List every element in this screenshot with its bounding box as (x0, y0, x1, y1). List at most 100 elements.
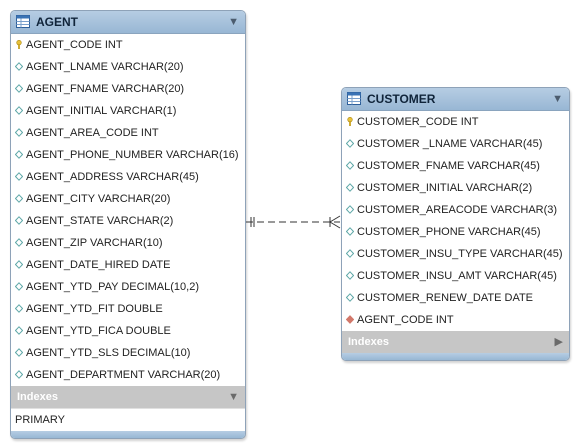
agent-table[interactable]: AGENT ▼ AGENT_CODE INT AGENT_LNAME VARCHA… (10, 10, 246, 439)
customer-indexes-header[interactable]: Indexes ▶ (342, 331, 569, 353)
column-row[interactable]: CUSTOMER_INSU_AMT VARCHAR(45) (342, 265, 569, 287)
column-row[interactable]: AGENT_LNAME VARCHAR(20) (11, 56, 245, 78)
column-row[interactable]: AGENT_PHONE_NUMBER VARCHAR(16) (11, 144, 245, 166)
column-row[interactable]: AGENT_YTD_FICA DOUBLE (11, 320, 245, 342)
column-label: CUSTOMER_RENEW_DATE DATE (357, 292, 534, 304)
indexes-label: Indexes (17, 391, 58, 403)
agent-column-list: AGENT_CODE INT AGENT_LNAME VARCHAR(20) AGE… (11, 34, 245, 386)
column-icon (15, 348, 23, 357)
collapse-icon[interactable]: ▼ (228, 391, 239, 403)
column-icon (346, 227, 354, 236)
column-icon (346, 183, 354, 192)
column-label: CUSTOMER_AREACODE VARCHAR(3) (357, 204, 558, 216)
column-row[interactable]: AGENT_YTD_PAY DECIMAL(10,2) (11, 276, 245, 298)
column-row[interactable]: AGENT_CODE INT (11, 34, 245, 56)
column-row[interactable]: CUSTOMER_INITIAL VARCHAR(2) (342, 177, 569, 199)
column-icon (15, 260, 23, 269)
column-row[interactable]: AGENT_YTD_FIT DOUBLE (11, 298, 245, 320)
collapse-icon[interactable]: ▼ (552, 93, 563, 105)
column-label: CUSTOMER _LNAME VARCHAR(45) (357, 138, 543, 150)
column-row[interactable]: CUSTOMER_FNAME VARCHAR(45) (342, 155, 569, 177)
column-label: AGENT_DATE_HIRED DATE (26, 259, 171, 271)
column-icon (15, 326, 23, 335)
column-icon (346, 161, 354, 170)
column-icon (15, 84, 23, 93)
column-row[interactable]: CUSTOMER_AREACODE VARCHAR(3) (342, 199, 569, 221)
customer-table-header[interactable]: CUSTOMER ▼ (342, 88, 569, 111)
column-icon (15, 128, 23, 137)
column-row[interactable]: AGENT_AREA_CODE INT (11, 122, 245, 144)
crow-foot (329, 215, 341, 223)
column-icon (15, 216, 23, 225)
column-row[interactable]: AGENT_DATE_HIRED DATE (11, 254, 245, 276)
customer-table[interactable]: CUSTOMER ▼ CUSTOMER_CODE INT CUSTOMER _LN… (341, 87, 570, 361)
expand-icon[interactable]: ▶ (554, 336, 563, 348)
column-row[interactable]: CUSTOMER_CODE INT (342, 111, 569, 133)
column-row[interactable]: AGENT_ZIP VARCHAR(10) (11, 232, 245, 254)
column-label: AGENT_INITIAL VARCHAR(1) (26, 105, 177, 117)
column-row[interactable]: AGENT_YTD_SLS DECIMAL(10) (11, 342, 245, 364)
column-row[interactable]: CUSTOMER_INSU_TYPE VARCHAR(45) (342, 243, 569, 265)
column-icon (346, 249, 354, 258)
column-label: CUSTOMER_INITIAL VARCHAR(2) (357, 182, 533, 194)
column-icon (15, 62, 23, 71)
column-label: AGENT_CODE INT (26, 39, 123, 51)
column-label: AGENT_YTD_SLS DECIMAL(10) (26, 347, 191, 359)
primary-key-icon (347, 117, 353, 126)
column-label: CUSTOMER_FNAME VARCHAR(45) (357, 160, 540, 172)
foreign-key-icon (346, 315, 354, 324)
column-label: AGENT_LNAME VARCHAR(20) (26, 61, 184, 73)
column-label: AGENT_STATE VARCHAR(2) (26, 215, 174, 227)
column-row[interactable]: AGENT_DEPARTMENT VARCHAR(20) (11, 364, 245, 386)
column-row[interactable]: CUSTOMER_RENEW_DATE DATE (342, 287, 569, 309)
crow-foot (329, 221, 341, 229)
column-label: CUSTOMER_CODE INT (357, 116, 479, 128)
column-icon (346, 271, 354, 280)
column-icon (15, 150, 23, 159)
table-icon (16, 15, 30, 28)
column-icon (15, 238, 23, 247)
column-label: AGENT_PHONE_NUMBER VARCHAR(16) (26, 149, 239, 161)
column-row[interactable]: AGENT_STATE VARCHAR(2) (11, 210, 245, 232)
customer-table-title: CUSTOMER (367, 92, 436, 106)
column-icon (15, 106, 23, 115)
table-icon (347, 92, 361, 105)
column-row[interactable]: AGENT_FNAME VARCHAR(20) (11, 78, 245, 100)
column-icon (15, 172, 23, 181)
column-icon (346, 139, 354, 148)
customer-column-list: CUSTOMER_CODE INT CUSTOMER _LNAME VARCHAR… (342, 111, 569, 331)
column-row[interactable]: AGENT_ADDRESS VARCHAR(45) (11, 166, 245, 188)
column-label: AGENT_YTD_FICA DOUBLE (26, 325, 171, 337)
column-label: AGENT_CODE INT (357, 314, 454, 326)
column-icon (346, 205, 354, 214)
column-row[interactable]: AGENT_CITY VARCHAR(20) (11, 188, 245, 210)
column-icon (346, 293, 354, 302)
customer-table-footer (342, 353, 569, 360)
column-label: AGENT_DEPARTMENT VARCHAR(20) (26, 369, 221, 381)
column-icon (15, 194, 23, 203)
column-label: AGENT_FNAME VARCHAR(20) (26, 83, 185, 95)
column-label: CUSTOMER_PHONE VARCHAR(45) (357, 226, 541, 238)
column-icon (15, 370, 23, 379)
column-label: AGENT_ZIP VARCHAR(10) (26, 237, 163, 249)
agent-table-header[interactable]: AGENT ▼ (11, 11, 245, 34)
column-label: AGENT_AREA_CODE INT (26, 127, 159, 139)
column-label: CUSTOMER_INSU_TYPE VARCHAR(45) (357, 248, 563, 260)
column-label: AGENT_YTD_FIT DOUBLE (26, 303, 163, 315)
column-icon (15, 282, 23, 291)
agent-table-footer (11, 431, 245, 438)
column-icon (15, 304, 23, 313)
column-row[interactable]: CUSTOMER_PHONE VARCHAR(45) (342, 221, 569, 243)
primary-key-icon (16, 40, 22, 49)
column-label: AGENT_CITY VARCHAR(20) (26, 193, 171, 205)
collapse-icon[interactable]: ▼ (228, 16, 239, 28)
column-row[interactable]: CUSTOMER _LNAME VARCHAR(45) (342, 133, 569, 155)
column-label: AGENT_ADDRESS VARCHAR(45) (26, 171, 199, 183)
index-item: PRIMARY (11, 408, 245, 431)
agent-indexes-header[interactable]: Indexes ▼ (11, 386, 245, 408)
column-label: CUSTOMER_INSU_AMT VARCHAR(45) (357, 270, 557, 282)
column-row[interactable]: AGENT_CODE INT (342, 309, 569, 331)
column-row[interactable]: AGENT_INITIAL VARCHAR(1) (11, 100, 245, 122)
indexes-label: Indexes (348, 336, 389, 348)
